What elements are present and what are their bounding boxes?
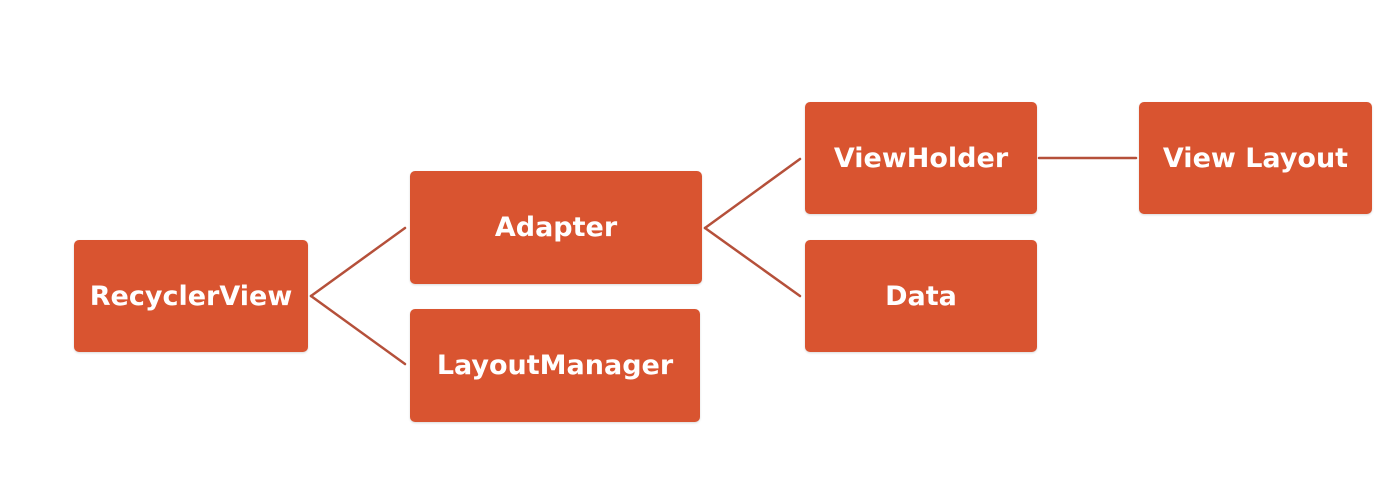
edge-adapter-data bbox=[703, 226, 802, 298]
edge-recyclerview-layoutmanager bbox=[309, 294, 407, 366]
edge-recyclerview-adapter bbox=[309, 226, 407, 298]
node-adapter: Adapter bbox=[410, 171, 702, 284]
node-viewholder: ViewHolder bbox=[805, 102, 1037, 214]
node-data: Data bbox=[805, 240, 1037, 352]
edge-adapter-viewholder bbox=[703, 157, 802, 230]
node-recyclerview: RecyclerView bbox=[74, 240, 308, 352]
node-layoutmanager: LayoutManager bbox=[410, 309, 700, 422]
node-viewlayout: View Layout bbox=[1139, 102, 1372, 214]
